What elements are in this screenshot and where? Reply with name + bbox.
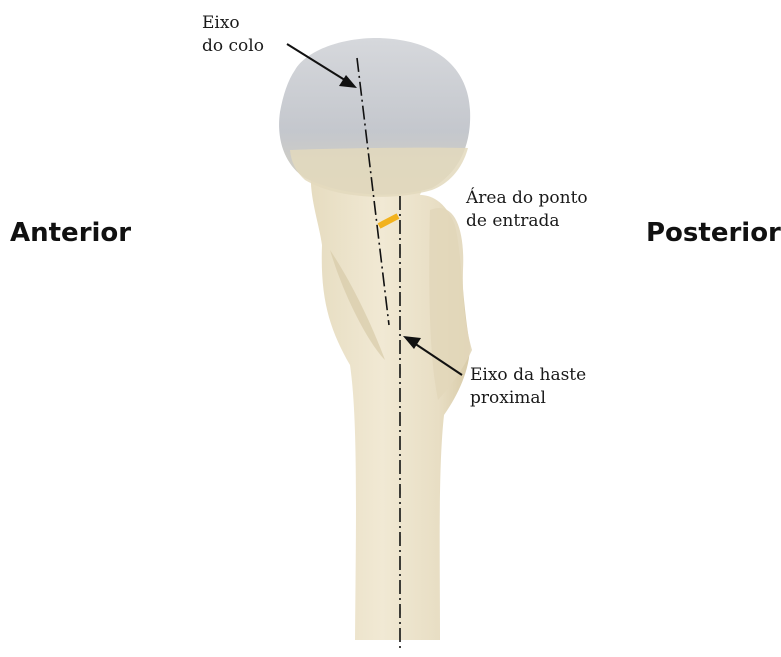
- entry-area-label-line2: de entrada: [466, 210, 588, 233]
- posterior-label: Posterior: [646, 218, 781, 248]
- entry-area-label-line1: Área do ponto: [466, 187, 588, 210]
- shaft-axis-label-line1: Eixo da haste: [470, 364, 586, 387]
- neck-axis-label-line1: Eixo: [202, 12, 264, 35]
- neck-axis-label-line2: do colo: [202, 35, 264, 58]
- neck-axis-label: Eixo do colo: [202, 12, 264, 58]
- anterior-label: Anterior: [10, 218, 131, 248]
- entry-area-label: Área do ponto de entrada: [466, 187, 588, 233]
- shaft-axis-label: Eixo da haste proximal: [470, 364, 586, 410]
- shaft-axis-label-line2: proximal: [470, 387, 586, 410]
